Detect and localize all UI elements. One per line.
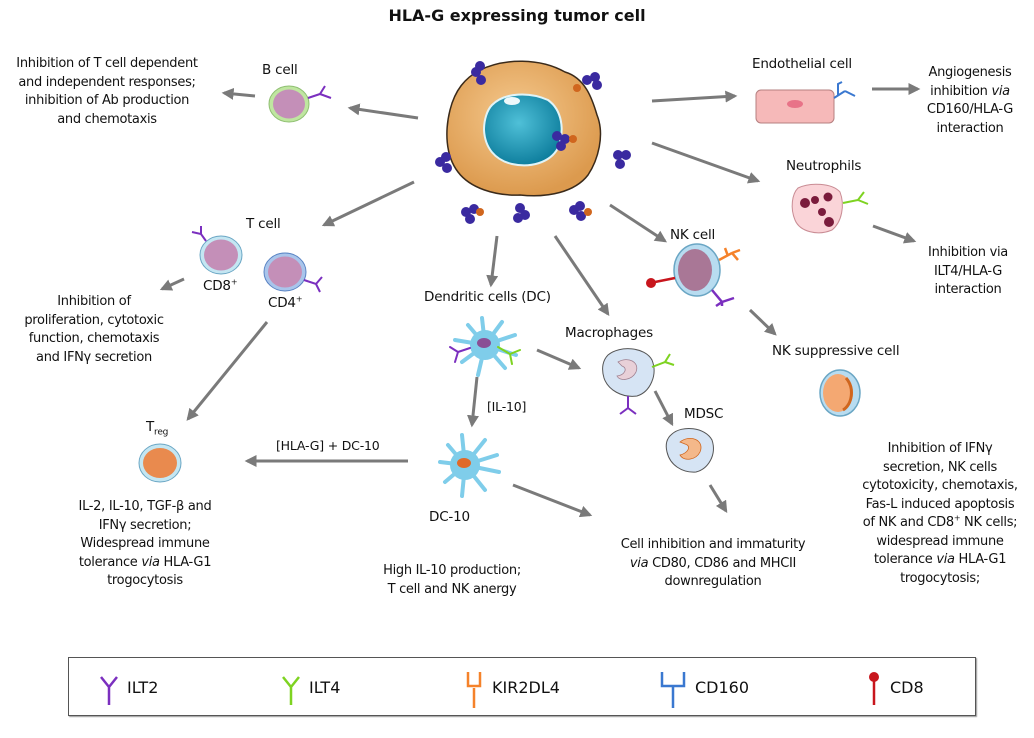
cd8-tcell-graphic (191, 226, 243, 275)
arrow-bcell-to-desc (221, 87, 256, 100)
arrow-macrophages-to-mdsc (653, 390, 674, 427)
legend-item-ilt4: ILT4 (281, 658, 340, 717)
arrow-tumor-to-endothelial (651, 90, 738, 103)
dendritic-cell-graphic (449, 316, 521, 377)
label-dendritic-cells: Dendritic cells (DC) (424, 289, 551, 305)
arrow-tumor-to-nkcell (609, 203, 668, 243)
mdsc-graphic (665, 428, 714, 473)
legend-box: ILT2 ILT4 KIR2DL4 CD160 CD8 (68, 657, 976, 716)
label-b-cell: B cell (262, 62, 298, 78)
arrow-tumor-to-macrophages (553, 235, 610, 316)
label-cd4: CD4+ (268, 294, 303, 311)
label-dc10: DC-10 (429, 509, 470, 525)
desc-dc10: High IL-10 production;T cell and NK aner… (383, 563, 521, 597)
arrow-cd4-to-treg (186, 321, 269, 421)
label-macrophages: Macrophages (565, 325, 653, 341)
arrow-tumor-to-neutrophils (651, 141, 761, 184)
arrow-dc10-to-desc (512, 483, 593, 518)
hla-g-molecules (435, 61, 631, 224)
legend-item-kir2dl4: KIR2DL4 (464, 658, 560, 717)
macrophage-graphic (602, 348, 675, 415)
legend-item-ilt2: ILT2 (99, 658, 158, 717)
label-endothelial-cell: Endothelial cell (752, 56, 852, 72)
label-mdsc: MDSC (684, 406, 724, 422)
neutrophil-graphic (791, 183, 869, 234)
arrow-cd8-to-desc (159, 277, 185, 291)
treg-graphic (138, 443, 182, 483)
label-t-cell: T cell (246, 216, 281, 232)
arrow-dc-to-macrophages (536, 348, 582, 370)
legend-item-cd8: CD8 (866, 658, 924, 717)
label-nk-cell: NK cell (670, 227, 716, 243)
label-treg: Treg (146, 419, 169, 438)
arrow-nkcell-to-suppressive (748, 308, 777, 336)
legend-item-cd160: CD160 (659, 658, 749, 717)
cd4-tcell-graphic (263, 252, 323, 293)
cd160-receptor-icon (660, 671, 686, 708)
dc10-cell-graphic (438, 433, 501, 498)
arrow-label-hlag-dc10: [HLA-G] + DC-10 (276, 438, 380, 453)
label-nk-suppressive-cell: NK suppressive cell (772, 343, 900, 359)
b-cell-graphic (268, 85, 332, 123)
tumor-cell (446, 60, 602, 197)
kir2dl4-receptor-icon (466, 671, 482, 708)
label-neutrophils: Neutrophils (786, 158, 862, 174)
arrow-mdsc-to-desc (708, 484, 728, 514)
cd8-receptor-icon (869, 671, 879, 705)
desc-myeloid: Cell inhibition and immaturity via CD80,… (620, 537, 806, 589)
ilt4-receptor-icon (282, 675, 300, 705)
arrow-tumor-to-tcell (321, 180, 415, 227)
endothelial-cell-graphic (755, 81, 856, 124)
nk-suppressive-cell-graphic (819, 369, 861, 417)
arrow-dc-to-dc10 (467, 376, 479, 428)
ilt2-receptor-icon (100, 675, 118, 705)
label-cd8: CD8+ (203, 277, 238, 294)
arrow-tumor-to-bcell (347, 103, 419, 120)
arrow-neutrophils-to-desc (872, 224, 917, 244)
nk-cell-graphic (646, 243, 741, 308)
arrow-tumor-to-dc (486, 235, 499, 288)
diagram-title: HLA-G expressing tumor cell (388, 6, 646, 25)
arrow-label-il10: [IL-10] (487, 399, 527, 414)
